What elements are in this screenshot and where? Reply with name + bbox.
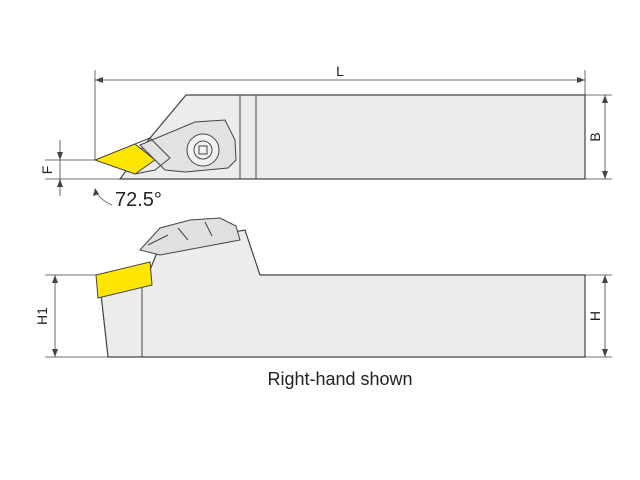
height-label: H (587, 311, 603, 321)
top-insert (93, 143, 156, 175)
dimension-h1: H1 (34, 274, 108, 358)
top-insert-seat (134, 137, 171, 175)
side-insert (95, 261, 153, 299)
dimension-l: L (94, 63, 586, 160)
angle-annotation: 72.5° (93, 188, 162, 211)
dimension-h: H (585, 274, 612, 358)
length-label: L (336, 63, 344, 79)
side-clamp (139, 217, 241, 256)
width-label: B (587, 132, 603, 141)
offset-label: F (39, 166, 55, 175)
top-view (93, 94, 586, 180)
top-clamp-screw (186, 133, 220, 167)
height1-label: H1 (34, 307, 50, 325)
angle-label: 72.5° (115, 189, 162, 211)
side-shank-body (99, 229, 586, 358)
caption: Right-hand shown (267, 369, 412, 389)
torx-icon (198, 145, 208, 155)
side-view (95, 217, 586, 358)
top-clamp-screw-inner (193, 140, 213, 160)
dimension-f: F (39, 140, 120, 196)
side-clamp-detail (147, 221, 213, 246)
dimension-b: B (585, 94, 612, 180)
